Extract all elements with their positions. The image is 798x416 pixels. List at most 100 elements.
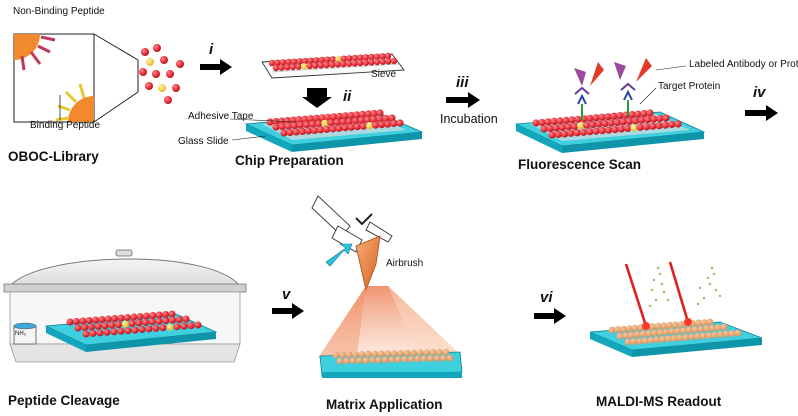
bead: [104, 315, 112, 323]
airbrush-label: Airbrush: [386, 258, 424, 269]
bead: [175, 316, 183, 324]
bead: [403, 349, 411, 357]
bead: [382, 356, 389, 364]
bead: [317, 62, 325, 69]
bead: [554, 130, 562, 138]
bead: [302, 121, 311, 129]
bead: [376, 109, 384, 117]
bead: [699, 332, 707, 340]
bead: [334, 61, 341, 68]
bead: [306, 115, 315, 123]
bead: [335, 124, 343, 132]
bead: [304, 127, 312, 135]
bead: [108, 321, 116, 329]
bead: [347, 123, 355, 131]
bead: [614, 326, 622, 333]
bead: [274, 59, 281, 66]
bead: [647, 336, 655, 344]
bead: [341, 124, 349, 132]
step-v: v: [282, 286, 291, 303]
bead: [420, 355, 428, 363]
bead: [390, 57, 398, 65]
bead: [272, 117, 280, 126]
bead: [307, 57, 314, 64]
arrow-v: [272, 303, 304, 319]
chip-preparation-caption: Chip Preparation: [235, 153, 344, 168]
chamber-lid: [8, 258, 242, 287]
bead: [98, 316, 106, 323]
bead: [628, 331, 635, 339]
bead: [396, 119, 404, 127]
bead: [446, 354, 454, 362]
bead: [388, 356, 396, 363]
bead: [653, 336, 661, 343]
bead: [375, 356, 383, 364]
bead: [180, 322, 188, 330]
bead: [298, 127, 306, 135]
bead: [345, 351, 353, 358]
bead: [540, 125, 548, 133]
bead: [295, 116, 303, 124]
bead: [567, 129, 575, 137]
sieve-beads: [268, 52, 398, 72]
bead: [619, 118, 627, 126]
bead: [343, 357, 350, 365]
bead: [145, 325, 153, 333]
bead: [152, 324, 160, 332]
step-i: i: [209, 41, 214, 58]
bead: [384, 120, 392, 128]
bead: [423, 349, 430, 356]
bead: [625, 117, 634, 125]
bead: [548, 131, 556, 139]
bead: [285, 58, 292, 66]
bead: [94, 322, 102, 330]
bead: [187, 322, 195, 330]
bead: [329, 125, 337, 133]
process-arrows: [200, 59, 778, 324]
cleavage-beads: [66, 310, 202, 338]
sieve-label: Sieve: [371, 69, 397, 80]
bead: [691, 326, 699, 333]
bead: [340, 55, 347, 62]
bead: [357, 116, 366, 124]
bead: [315, 120, 323, 128]
bead: [604, 113, 612, 121]
bead: [657, 329, 664, 336]
bead: [312, 114, 320, 122]
bead: [624, 338, 632, 346]
non-binding-peptide-label: Non-Binding Peptide: [13, 6, 105, 17]
bead: [703, 325, 711, 332]
bead: [613, 118, 621, 126]
bead: [266, 118, 274, 126]
bead: [662, 328, 670, 336]
bead: [610, 112, 618, 120]
bead: [335, 55, 342, 63]
bead: [149, 312, 157, 319]
bead: [357, 54, 364, 61]
bead: [410, 349, 417, 357]
non-binding-bead-section: [14, 34, 40, 60]
bead: [351, 117, 359, 125]
bead: [368, 59, 375, 66]
bead: [694, 332, 701, 340]
bead: [552, 124, 560, 132]
bead: [624, 124, 632, 132]
bead: [292, 128, 300, 136]
bead: [182, 315, 190, 323]
bead: [327, 119, 335, 127]
bead: [574, 115, 582, 123]
bead: [349, 357, 357, 364]
bead: [121, 320, 129, 328]
nh3-label: NH₃: [15, 331, 27, 337]
bead: [397, 349, 405, 357]
bead: [674, 120, 682, 128]
bead: [622, 332, 630, 339]
bead: [74, 324, 82, 332]
bead: [711, 331, 719, 339]
airbrush: [311, 195, 393, 292]
bead: [616, 332, 624, 340]
bead: [72, 318, 80, 325]
bead: [306, 62, 313, 70]
bead: [655, 122, 663, 130]
